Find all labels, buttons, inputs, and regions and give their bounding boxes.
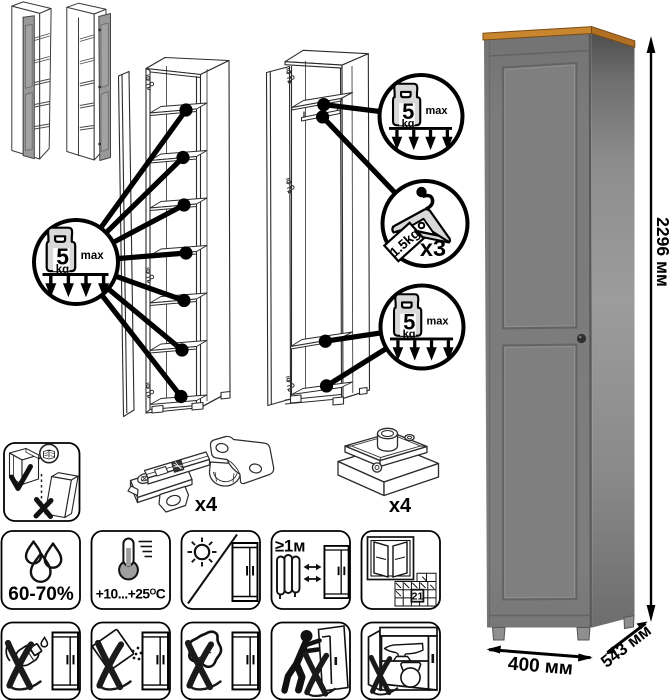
svg-text:x4: x4 (389, 495, 412, 517)
svg-text:21: 21 (412, 591, 424, 603)
svg-text:x3: x3 (420, 235, 446, 261)
svg-text:2296 мм: 2296 мм (653, 217, 672, 287)
svg-text:400 мм: 400 мм (507, 653, 574, 679)
svg-text:+10...+25OC: +10...+25OC (96, 586, 166, 601)
svg-text:60-70%: 60-70% (8, 584, 74, 605)
svg-text:≥1м: ≥1м (275, 538, 305, 556)
svg-text:x4: x4 (195, 494, 218, 516)
